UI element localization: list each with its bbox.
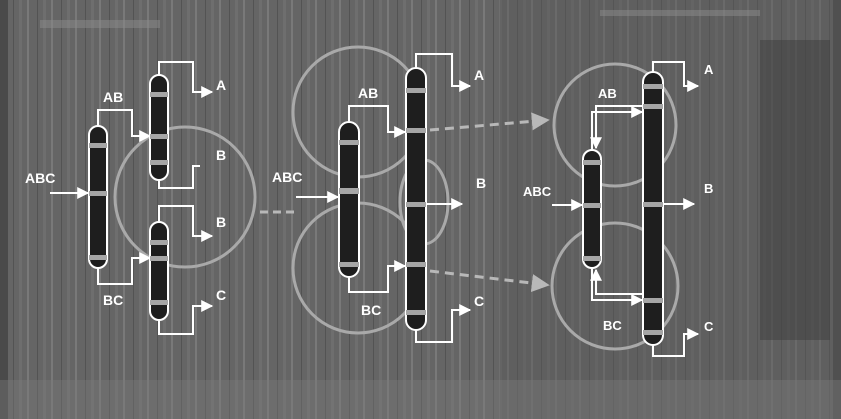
stage-1-product-b-bottom: B bbox=[216, 214, 226, 230]
stage-2-prefractionator bbox=[339, 122, 359, 277]
stage-1-product-a: A bbox=[216, 77, 226, 93]
stage-3-product-b: B bbox=[704, 181, 713, 196]
stage-2-top-cut-label: AB bbox=[358, 85, 378, 101]
stage-1-column-ab bbox=[150, 75, 168, 180]
stage-1-top-cut-label: AB bbox=[103, 89, 123, 105]
stage-2-feed-label: ABC bbox=[272, 169, 302, 185]
stage-1-main-column bbox=[89, 126, 107, 268]
stage-3-feed-label: ABC bbox=[523, 184, 552, 199]
stage-2-bottom-cut-label: BC bbox=[361, 302, 381, 318]
stage-2-main-column bbox=[406, 68, 426, 330]
stage-3-product-a: A bbox=[704, 62, 714, 77]
stage-3-dividing-wall: ABC AB BC A B C bbox=[523, 62, 714, 356]
stage-1-bottom-cut-label: BC bbox=[103, 292, 123, 308]
stage-2-product-c: C bbox=[474, 293, 484, 309]
stage-1-product-c: C bbox=[216, 287, 226, 303]
stage-1-highlight-circle bbox=[115, 127, 255, 267]
transition-arrow-top bbox=[430, 120, 548, 130]
stage-1-column-bc bbox=[150, 222, 168, 320]
stage-1-direct-sequence: ABC AB BC A B bbox=[25, 62, 255, 334]
stage-1-feed-label: ABC bbox=[25, 170, 55, 186]
stage-1-product-b-top: B bbox=[216, 147, 226, 163]
stage-2-thermally-coupled: ABC AB BC A B C bbox=[272, 47, 486, 342]
transition-arrow-bottom bbox=[430, 271, 548, 285]
stage-3-product-c: C bbox=[704, 319, 714, 334]
stage-3-bottom-cut-label: BC bbox=[603, 318, 622, 333]
stage-2-product-b: B bbox=[476, 175, 486, 191]
stage-3-main-column bbox=[643, 72, 663, 345]
stage-2-product-a: A bbox=[474, 67, 484, 83]
stage-3-prefractionator bbox=[583, 150, 601, 268]
stage-3-top-cut-label: AB bbox=[598, 86, 617, 101]
